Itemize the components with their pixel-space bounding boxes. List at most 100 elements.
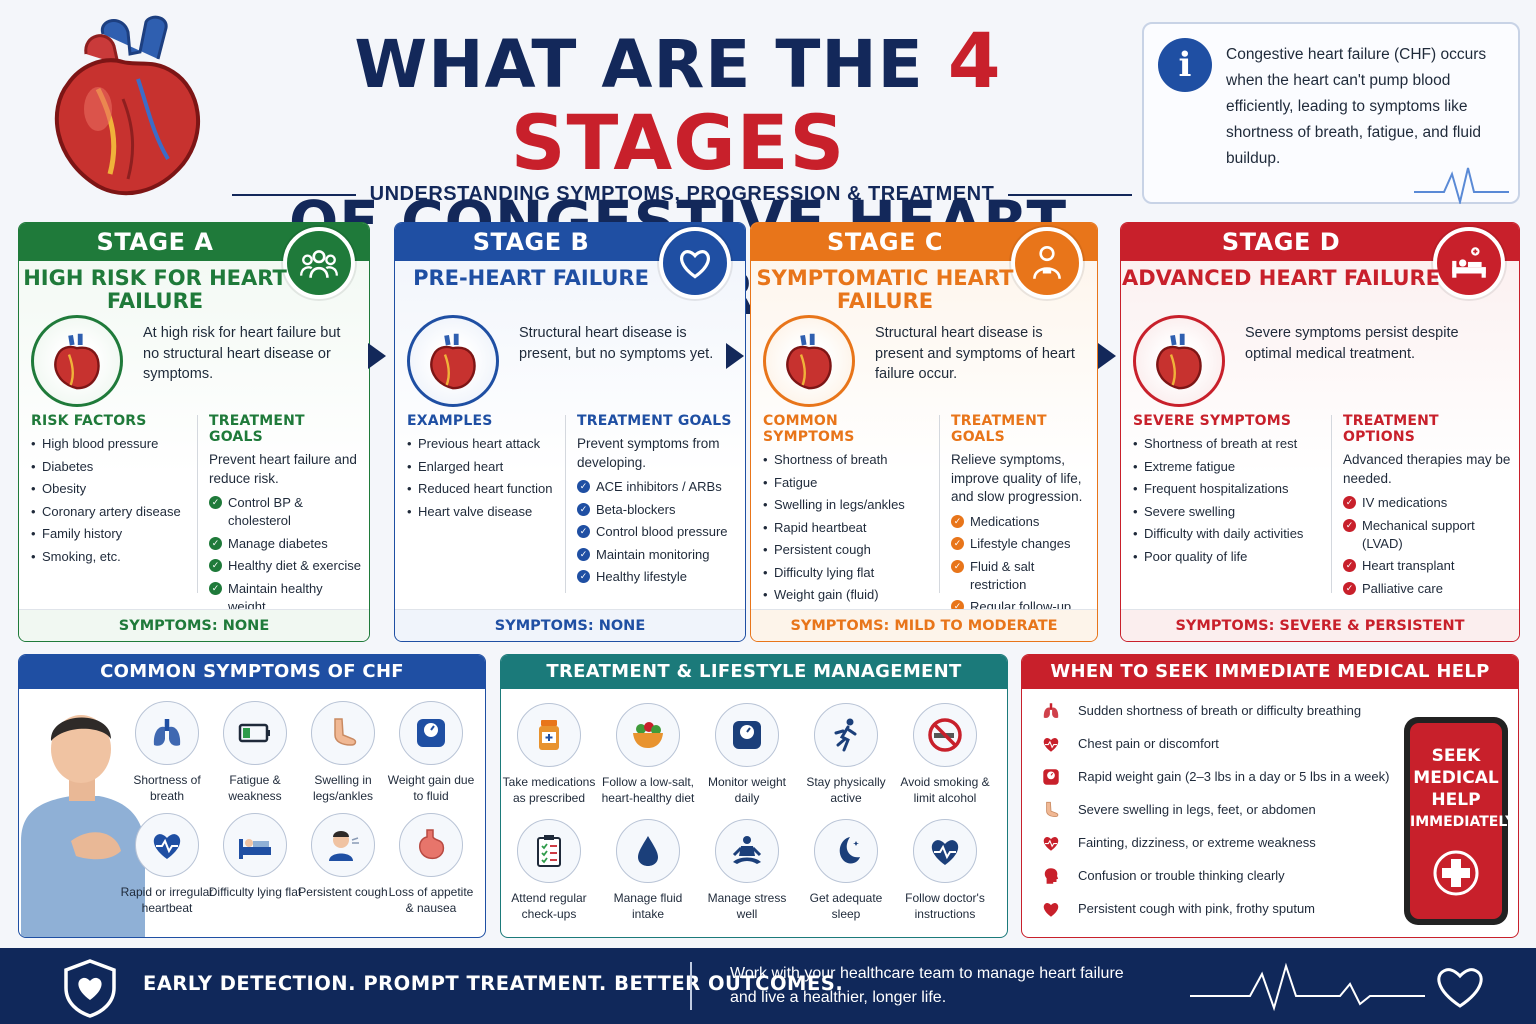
stage-right-heading: TREATMENT GOALS [577,413,732,429]
stage-label: STAGE B [472,228,590,256]
icon-label: Weight gain due to fluid [387,773,475,803]
icon-label: Difficulty lying flat [208,885,302,899]
list-item: Fatigue [763,474,931,492]
subtitle-row: UNDERSTANDING SYMPTOMS, PROGRESSION & TR… [232,183,1132,206]
stage-left-list: Previous heart attackEnlarged heartReduc… [407,435,557,521]
icon-label: Follow doctor's instructions [905,891,985,921]
heartbeat-icon [1040,832,1062,854]
column-divider [1331,415,1332,593]
phone-illustration: SEEK MEDICAL HELP IMMEDIATELY [1404,717,1516,925]
heart-pulse-icon [931,840,959,865]
icon-circle [223,701,287,765]
list-item: ✓Medications [951,513,1091,531]
column-divider [197,415,198,593]
icon-circle [311,701,375,765]
icon-circle [135,701,199,765]
stage-symptoms-footer: SYMPTOMS: SEVERE & PERSISTENT [1121,609,1519,641]
stage-description: Severe symptoms persist despite optimal … [1245,325,1459,362]
person-chest-pain-illustration [21,715,145,937]
header: WHAT ARE THE 4 STAGES OF CONGESTIVE HEAR… [0,0,1536,328]
stage-right-intro: Prevent symptoms from developing. [577,436,720,470]
seek-line-4: IMMEDIATELY [1410,814,1516,830]
scale-icon [733,721,761,749]
footer: EARLY DETECTION. PROMPT TREATMENT. BETTE… [0,948,1536,1024]
list-item: ✓Healthy lifestyle [577,568,739,586]
help-item: Chest pain or discomfort [1038,734,1400,767]
stage-heart-illustration [1133,315,1225,407]
stomach-icon [419,829,445,860]
check-icon: ✓ [951,559,964,573]
help-item-label: Chest pain or discomfort [1078,736,1219,751]
stage-left-heading: SEVERE SYMPTOMS [1133,413,1292,429]
heartbeat-icon [153,834,181,859]
meditation-icon [732,836,762,864]
list-item: ✓Palliative care [1343,580,1513,598]
help-item: Severe swelling in legs, feet, or abdome… [1038,800,1400,833]
list-item: ✓Mechanical support (LVAD) [1343,517,1513,553]
icon-circle [616,819,680,883]
head-icon [1040,865,1062,887]
help-item-label: Fainting, dizziness, or extreme weakness [1078,835,1316,850]
list-item: ✓ Heart transplant [1343,557,1513,575]
column-divider [939,415,940,593]
list-item-label: Fluid & salt restriction [970,558,1035,592]
stage-description: At high risk for heart failure but no st… [143,325,341,382]
check-icon: ✓ [209,496,222,509]
symptoms-panel-heading: COMMON SYMPTOMS OF CHF [19,655,485,689]
icon-label: Stay physically active [806,775,886,805]
footer-message-line-2: and live a healthier, longer life. [730,989,947,1006]
list-item-label: Heart transplant [1362,558,1455,573]
list-item: Diabetes [31,458,189,476]
help-panel: WHEN TO SEEK IMMEDIATE MEDICAL HELP Sudd… [1021,654,1519,938]
check-icon: ✓ [1343,559,1356,572]
heart-organ-icon [430,333,476,390]
icon-tile: Shortness of breath [119,701,215,804]
check-icon: ✓ [951,514,964,528]
icon-circle [517,703,581,767]
heart-organ-icon [54,333,100,390]
stage-symptoms-footer: SYMPTOMS: NONE [19,609,369,641]
seek-help-message: SEEK MEDICAL HELP IMMEDIATELY [1410,745,1516,833]
stage-left-list: Shortness of breathFatigueSwelling in le… [763,451,931,604]
help-item-label: Severe swelling in legs, feet, or abdome… [1078,802,1316,817]
icon-label: Follow a low-salt, heart-healthy diet [601,775,695,805]
icon-tile: Follow doctor's instructions [897,819,993,922]
icon-tile: Manage stress well [699,819,795,922]
list-item: Severe swelling [1133,503,1323,521]
heartbeat-line-icon [1190,962,1483,1012]
list-item: Poor quality of life [1133,548,1323,566]
stage-heart-illustration [407,315,499,407]
list-item-label: Control blood pressure [596,524,728,539]
seek-line-1: SEEK [1431,746,1481,766]
stage-left-column: RISK FACTORSHigh blood pressureDiabetesO… [31,413,189,570]
subtitle: UNDERSTANDING SYMPTOMS, PROGRESSION & TR… [369,183,995,205]
list-item: Obesity [31,480,189,498]
stage-description: Structural heart disease is present, but… [519,325,714,362]
treatment-panel-heading: TREATMENT & LIFESTYLE MANAGEMENT [501,655,1007,689]
cough-icon [329,831,359,861]
icon-label: Monitor weight daily [707,775,787,805]
help-item: Rapid weight gain (2–3 lbs in a day or 5… [1038,767,1400,800]
icon-circle [517,819,581,883]
footer-separator [690,962,692,1010]
check-icon: ✓ [577,525,590,538]
salad-bowl-icon [633,722,663,748]
list-item: Smoking, etc. [31,548,189,566]
icon-tile: Follow a low-salt, heart-healthy diet [600,703,696,806]
stage-title: PRE-HEART FAILURE [413,266,649,290]
list-item-label: ACE inhibitors / ARBs [596,479,722,494]
icon-circle [399,701,463,765]
check-icon: ✓ [577,480,590,493]
scale-icon [417,719,445,747]
stage-label: STAGE C [827,228,943,256]
check-icon: ✓ [951,537,964,550]
stage-left-column: SEVERE SYMPTOMSShortness of breath at re… [1133,413,1323,570]
check-icon: ✓ [1343,496,1356,509]
icon-circle [135,813,199,877]
icon-circle [616,703,680,767]
list-item-label: IV medications [1362,495,1448,510]
list-item: Previous heart attack [407,435,557,453]
list-item: Rapid heartbeat [763,519,931,537]
